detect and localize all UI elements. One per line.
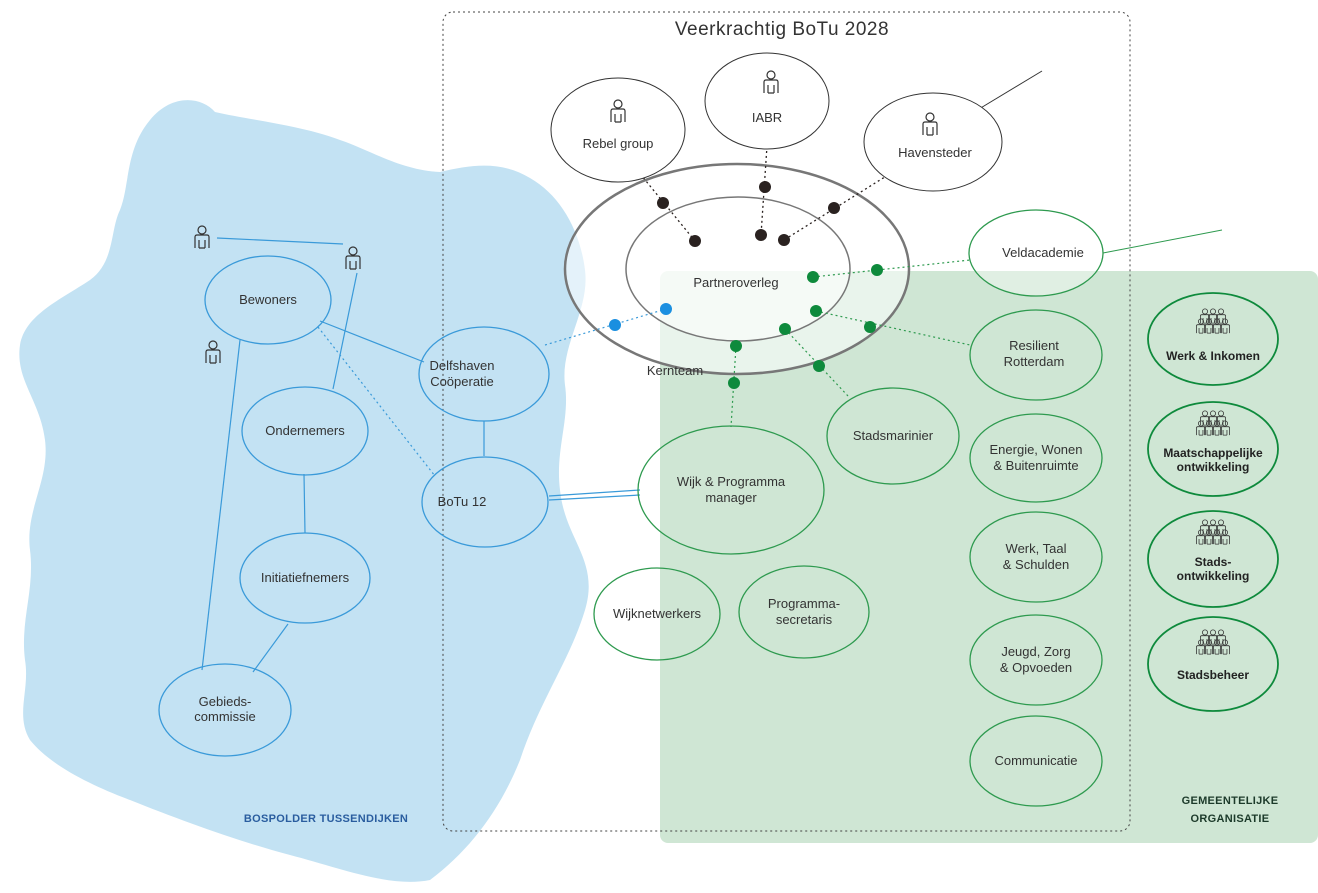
link-dot	[689, 235, 701, 247]
communicatie-node	[969, 715, 1103, 807]
maatschappelijke-label-2: ontwikkeling	[1177, 460, 1250, 474]
link-dot	[810, 305, 822, 317]
partneroverleg-label: Partneroverleg	[693, 275, 778, 290]
gemeente-region-label-2: ORGANISATIE	[1191, 813, 1270, 825]
link-dot	[730, 340, 742, 352]
link-dot	[828, 202, 840, 214]
link-dot	[807, 271, 819, 283]
link-dot	[660, 303, 672, 315]
municipal-region	[660, 271, 1318, 843]
resilient-label-2: Rotterdam	[1004, 354, 1065, 369]
iabr-node	[704, 52, 830, 150]
link-dot	[759, 181, 771, 193]
initiatiefnemers-node	[239, 532, 371, 624]
wijkmanager-label-2: manager	[705, 490, 757, 505]
stadsmarinier-label: Stadsmarinier	[853, 428, 934, 443]
havensteder-node	[863, 92, 1003, 192]
wijknetwerkers-label: Wijknetwerkers	[613, 606, 702, 621]
delfshaven-label-1: Delfshaven	[429, 358, 494, 373]
gemeente-region-label-1: GEMEENTELIJKE	[1182, 795, 1279, 807]
partneroverleg-ellipse	[625, 196, 851, 342]
rebel-group-label: Rebel group	[583, 136, 654, 151]
bewoners-node	[204, 255, 332, 345]
wijkmanager-label-1: Wijk & Programma	[677, 474, 786, 489]
stadsontwikkeling-label-1: Stads-	[1195, 555, 1232, 569]
link-dot	[779, 323, 791, 335]
initiatiefnemers-label: Initiatiefnemers	[261, 570, 350, 585]
energie-node	[969, 413, 1103, 503]
jeugd-label-2: & Opvoeden	[1000, 660, 1072, 675]
programmasecretaris-label-1: Programma-	[768, 596, 840, 611]
stadsontwikkeling-label-2: ontwikkeling	[1177, 569, 1250, 583]
bospolder-region-label: BOSPOLDER TUSSENDIJKEN	[244, 813, 408, 825]
jeugd-node	[969, 614, 1103, 706]
project-boundary	[442, 11, 1131, 832]
gebiedscommissie-label-1: Gebieds-	[199, 694, 252, 709]
kernteam-label: Kernteam	[647, 363, 703, 378]
link-dot	[813, 360, 825, 372]
stadsmarinier-node	[826, 387, 960, 485]
link-dot	[864, 321, 876, 333]
maatschappelijke-dept	[1147, 401, 1279, 497]
werk-taal-label-1: Werk, Taal	[1006, 541, 1067, 556]
gebiedscommissie-label-2: commissie	[194, 709, 255, 724]
gebiedscommissie-node	[158, 663, 292, 757]
stadsbeheer-label: Stadsbeheer	[1177, 668, 1249, 682]
botu12-node	[421, 456, 549, 548]
werk-inkomen-label: Werk & Inkomen	[1166, 349, 1260, 363]
bewoners-label: Bewoners	[239, 292, 297, 307]
iabr-label: IABR	[752, 110, 782, 125]
wijknetwerkers-node	[593, 567, 721, 661]
communicatie-label: Communicatie	[994, 753, 1077, 768]
energie-label-1: Energie, Wonen	[990, 442, 1083, 457]
maatschappelijke-label-1: Maatschappelijke	[1163, 446, 1263, 460]
link-dot	[609, 319, 621, 331]
werk-taal-node	[969, 511, 1103, 603]
delfshaven-label-2: Coöperatie	[430, 374, 494, 389]
ondernemers-node	[241, 386, 369, 476]
diagram-title: Veerkrachtig BoTu 2028	[675, 19, 889, 40]
botu12-label: BoTu 12	[438, 494, 487, 509]
werk-inkomen-dept	[1147, 292, 1279, 386]
veldacademie-node	[968, 209, 1104, 297]
wijkmanager-node	[637, 425, 825, 555]
link-dot	[778, 234, 790, 246]
energie-label-2: & Buitenruimte	[993, 458, 1078, 473]
programmasecretaris-node	[738, 565, 870, 659]
stadsontwikkeling-dept	[1147, 510, 1279, 608]
link-dot	[755, 229, 767, 241]
werk-taal-label-2: & Schulden	[1003, 557, 1070, 572]
rebel-group-node	[550, 77, 686, 183]
resilient-rotterdam-node	[969, 309, 1103, 401]
ondernemers-label: Ondernemers	[265, 423, 345, 438]
veldacademie-label: Veldacademie	[1002, 245, 1084, 260]
jeugd-label-1: Jeugd, Zorg	[1001, 644, 1070, 659]
resilient-label-1: Resilient	[1009, 338, 1059, 353]
delfshaven-node	[418, 326, 550, 422]
link-dot	[657, 197, 669, 209]
programmasecretaris-label-2: secretaris	[776, 612, 833, 627]
stadsbeheer-dept	[1147, 616, 1279, 712]
link-dot	[871, 264, 883, 276]
havensteder-label: Havensteder	[898, 145, 972, 160]
link-dot	[728, 377, 740, 389]
